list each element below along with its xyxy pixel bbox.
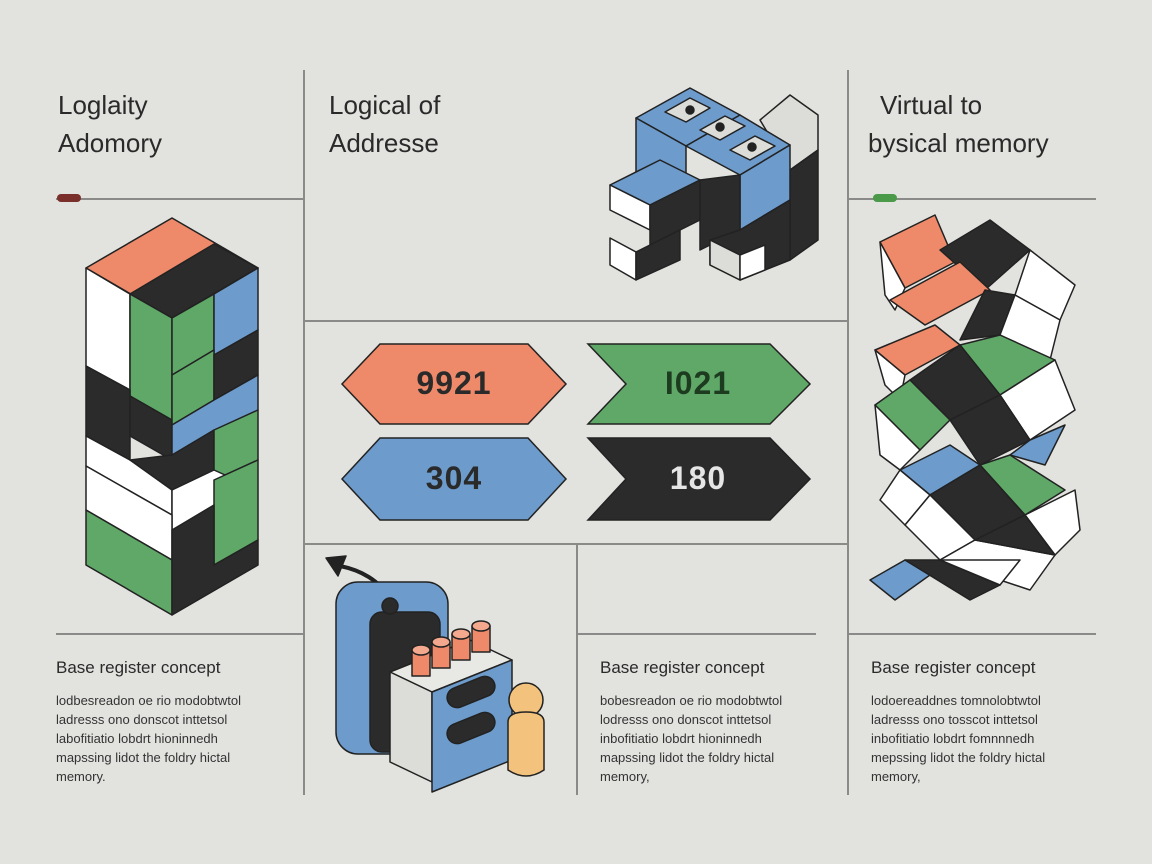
left-panel-title: Loglaity Adomory xyxy=(58,90,163,158)
divider-h-left-bottom xyxy=(56,633,304,635)
left-caption-title: Base register concept xyxy=(56,658,221,677)
badge-label-1: I021 xyxy=(664,365,732,401)
divider-h-right-top xyxy=(848,198,1096,200)
divider-v1 xyxy=(303,70,305,795)
divider-h-mid-top xyxy=(304,320,847,322)
badge-shape-0 xyxy=(340,343,568,425)
divider-h-mid-caption xyxy=(576,633,816,635)
divider-h-right-bottom xyxy=(848,633,1096,635)
middle-panel-title: Logical of Addresse xyxy=(329,90,441,158)
left-caption-body: lodbesreadon oe rio modobtwtol ladresss … xyxy=(56,693,242,784)
badge-label-2: 304 xyxy=(425,460,483,496)
badge-label-0: 9921 xyxy=(416,365,492,401)
divider-v3 xyxy=(576,545,578,795)
left-marker xyxy=(57,194,81,202)
right-caption-body: lodoereaddnes tomnolobtwtol ladresss ono… xyxy=(871,693,1046,784)
middle-caption-body: bobesreadon oe rio modobtwtol lodresss o… xyxy=(600,693,783,784)
divider-h-left-top xyxy=(56,198,304,200)
badge-shape-1 xyxy=(586,343,812,425)
badge-label-3: 180 xyxy=(669,460,727,496)
divider-h-mid-bottom xyxy=(304,543,847,545)
middle-caption-title: Base register concept xyxy=(600,658,765,677)
divider-v2 xyxy=(847,70,849,795)
right-marker xyxy=(873,194,897,202)
right-caption-title: Base register concept xyxy=(871,658,1036,677)
person-figure-icon xyxy=(507,682,545,777)
badge-shape-2 xyxy=(340,437,568,521)
right-panel-title: Virtual to bysical memory xyxy=(868,90,1049,158)
badge-shape-3 xyxy=(586,437,812,521)
